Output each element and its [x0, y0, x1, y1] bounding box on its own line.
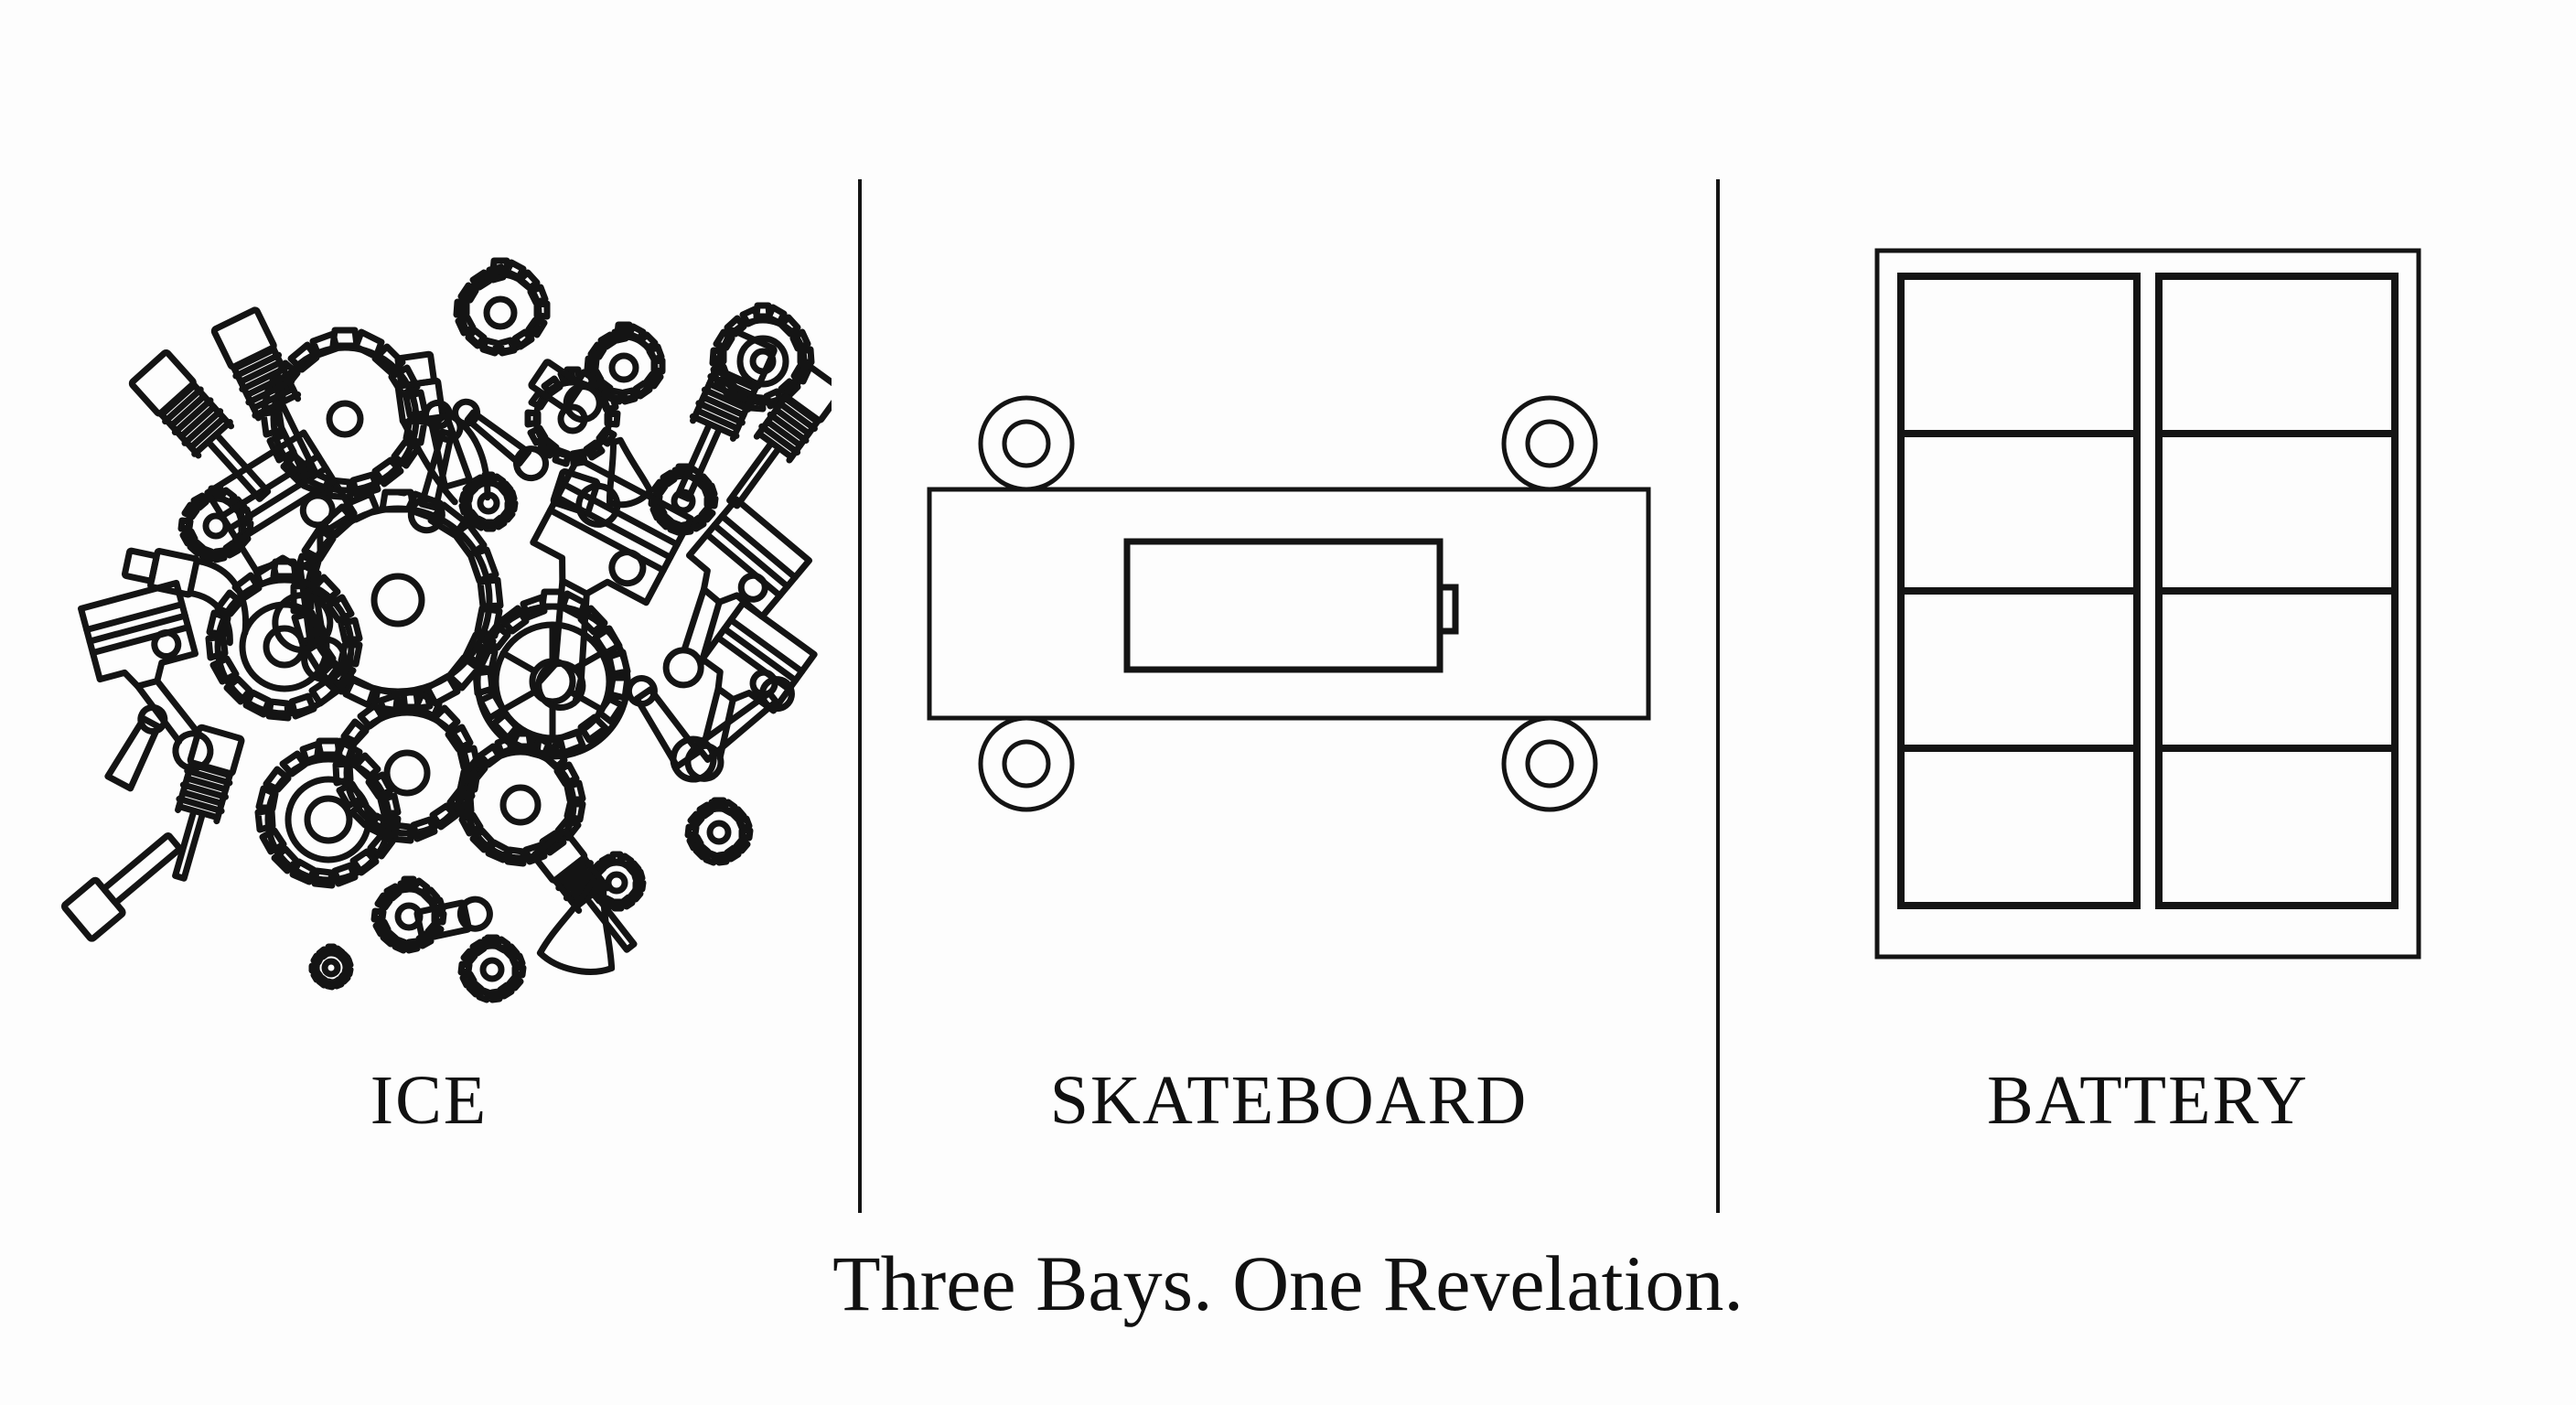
- panel-divider-1: [858, 179, 862, 1213]
- skateboard-artwork: [862, 137, 1716, 1070]
- panel-label-skateboard: SKATEBOARD: [1049, 1062, 1529, 1139]
- battery-cell: [2155, 745, 2399, 909]
- panel-ice[interactable]: ICE: [0, 137, 858, 1217]
- panel-divider-2: [1716, 179, 1720, 1213]
- wheel-front-left: [978, 395, 1075, 492]
- wheel-rear-left: [978, 715, 1075, 812]
- battery-cell: [1897, 587, 2141, 752]
- caption-tagline: Three Bays. One Revelation.: [832, 1239, 1744, 1327]
- battery-cell: [1897, 273, 2141, 437]
- battery-cell: [1897, 745, 2141, 909]
- skateboard-chassis-icon: [927, 395, 1651, 812]
- battery-pack-outer-frame: [1874, 248, 2421, 960]
- battery-terminal: [1436, 584, 1459, 635]
- ice-artwork: [0, 137, 858, 1070]
- wheel-rear-right: [1501, 715, 1598, 812]
- battery-pack-body: [1123, 538, 1444, 673]
- battery-module-grid-icon: [1874, 248, 2421, 960]
- chassis-deck: [927, 487, 1651, 721]
- panel-skateboard[interactable]: SKATEBOARD: [862, 137, 1716, 1217]
- panel-label-ice: ICE: [370, 1062, 488, 1139]
- battery-cell: [2155, 587, 2399, 752]
- engine-parts-cluster-icon: [60, 257, 832, 1003]
- panel-label-battery: BATTERY: [1987, 1062, 2309, 1139]
- battery-cell: [2155, 430, 2399, 595]
- battery-artwork: [1720, 137, 2576, 1070]
- panel-battery[interactable]: BATTERY: [1720, 137, 2576, 1217]
- battery-cell: [2155, 273, 2399, 437]
- battery-cell: [1897, 430, 2141, 595]
- wheel-front-right: [1501, 395, 1598, 492]
